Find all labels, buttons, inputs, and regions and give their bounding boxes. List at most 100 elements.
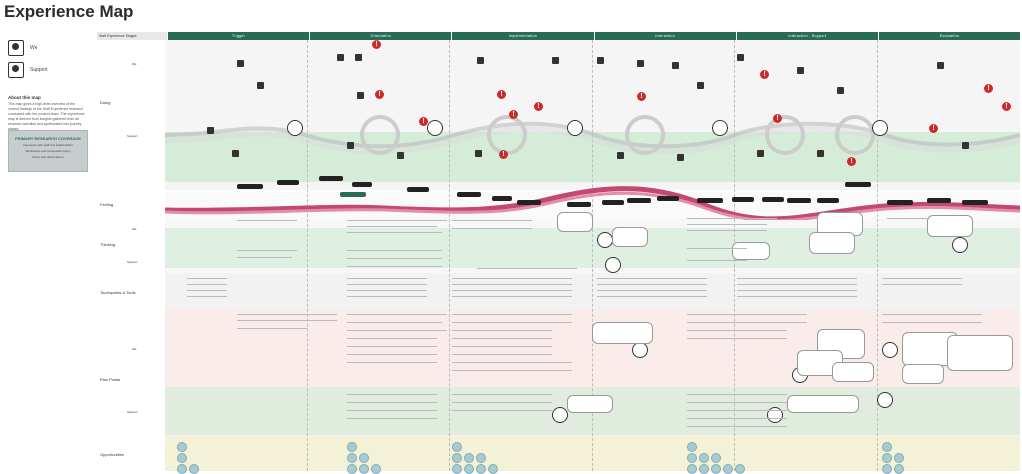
opportunity-chip [687, 453, 697, 463]
stage-interaction: Interaction [593, 32, 736, 40]
stage-marker [340, 192, 366, 197]
text-line [347, 266, 442, 268]
alert-icon [773, 114, 782, 123]
journey-flow-graphic [165, 115, 1020, 220]
text-line [452, 410, 552, 412]
thought-bubble [557, 212, 593, 232]
text-line [452, 284, 572, 286]
stage-marker [319, 176, 343, 181]
text-line [347, 322, 442, 324]
opportunity-chip [359, 453, 369, 463]
computer-icon [207, 127, 214, 134]
text-line [347, 338, 437, 340]
text-line [452, 228, 532, 230]
alert-icon [509, 110, 518, 119]
text-line [887, 218, 927, 220]
text-line [347, 402, 437, 404]
alert-icon [499, 150, 508, 159]
text-line [347, 250, 442, 252]
text-line [687, 314, 807, 316]
alert-icon [372, 40, 381, 49]
text-line [347, 290, 427, 292]
text-line [347, 296, 427, 298]
row-sublabel-support: Support [127, 134, 138, 138]
text-line [452, 296, 572, 298]
row-label-doing: Doing [100, 100, 111, 105]
thought-bubble [732, 242, 770, 260]
text-line [737, 296, 857, 298]
computer-icon [477, 57, 484, 64]
stage-marker [732, 197, 754, 202]
row-sublabel-we: We [132, 62, 137, 66]
text-line [347, 394, 437, 396]
stage-marker [787, 198, 811, 203]
text-line [477, 268, 577, 270]
text-line [452, 362, 572, 364]
opportunity-chip [882, 453, 892, 463]
chat-icon [697, 82, 704, 89]
text-line [237, 250, 297, 252]
row-sublabel-we: We [132, 227, 137, 231]
text-line [347, 314, 447, 316]
row-label-pain-points: Pain Points [100, 377, 121, 382]
page-title: Experience Map [4, 2, 134, 21]
row-sublabel-support: Support [127, 410, 138, 414]
text-line [597, 290, 707, 292]
text-line [687, 418, 787, 420]
stage-implementation: Implementation [451, 32, 594, 40]
computer-icon [797, 67, 804, 74]
document-icon [677, 154, 684, 161]
row-label-opportunities: Opportunities [100, 452, 124, 457]
text-line [347, 346, 437, 348]
opportunity-chip [452, 453, 462, 463]
text-line [347, 232, 442, 234]
person-icon [8, 62, 24, 78]
text-line [187, 278, 227, 280]
text-line [347, 418, 437, 420]
stage-marker [845, 182, 871, 187]
person-icon [287, 120, 303, 136]
text-line [687, 224, 767, 226]
chat-icon [337, 54, 344, 61]
opportunity-chip [452, 442, 462, 452]
opportunity-chip [347, 453, 357, 463]
document-icon [757, 150, 764, 157]
alert-icon [534, 102, 543, 111]
text-line [237, 328, 307, 330]
research-coverage-box: PRIMARY RESEARCH COVERAGE Interviews wit… [8, 130, 88, 172]
chat-icon [597, 57, 604, 64]
pain-bubble [947, 335, 1013, 371]
text-line [882, 278, 962, 280]
stage-marker [627, 198, 651, 203]
research-line: Workshops and contextual inquiry [25, 149, 71, 153]
opportunity-chip [894, 453, 904, 463]
stage-evaluation: Evaluation [877, 32, 1021, 40]
text-line [187, 296, 227, 298]
legend-item-we: We [8, 40, 88, 56]
person-icon [882, 342, 898, 358]
person-icon [952, 237, 968, 253]
about-text: This map gives a high-level overview of … [8, 102, 85, 131]
stage-header: Staff Experience Stages Trigger Orientat… [97, 32, 1021, 40]
opportunity-chip [464, 453, 474, 463]
stage-divider [449, 40, 450, 471]
text-line [882, 314, 982, 316]
row-sublabel-we: We [132, 347, 137, 351]
chat-icon [355, 54, 362, 61]
stage-marker [457, 192, 481, 197]
text-line [687, 330, 787, 332]
legend: We Support [8, 40, 88, 84]
text-line [347, 278, 427, 280]
opportunity-chip [711, 453, 721, 463]
stage-interaction-support: Interaction - Support [735, 32, 878, 40]
stage-marker [927, 198, 951, 203]
person-icon [632, 342, 648, 358]
person-icon [427, 120, 443, 136]
text-line [237, 220, 297, 222]
alert-icon [760, 70, 769, 79]
stage-marker [762, 197, 784, 202]
thought-bubble [612, 227, 648, 247]
document-icon [552, 57, 559, 64]
document-icon [357, 92, 364, 99]
computer-icon [347, 142, 354, 149]
